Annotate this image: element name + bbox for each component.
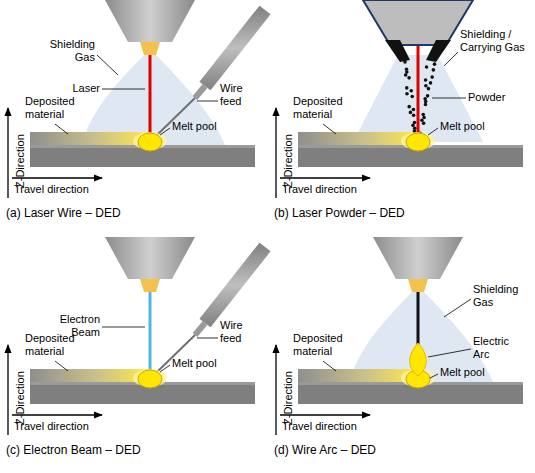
powder-particle xyxy=(413,121,417,125)
powder-particle xyxy=(405,67,409,71)
axis-label: Z-Direction xyxy=(14,134,27,188)
powder-particle xyxy=(410,95,414,99)
powder-particle xyxy=(432,68,436,72)
powder-particle xyxy=(421,113,425,117)
callout-label: Melt pool xyxy=(440,366,485,379)
callout-label: Deposited material xyxy=(25,332,83,358)
powder-stream xyxy=(403,60,436,135)
axis-label: Z-Direction xyxy=(282,134,295,188)
callout-label: Travel direction xyxy=(14,183,89,196)
callout-label: Deposited material xyxy=(293,95,351,121)
callout-label: Deposited material xyxy=(25,95,83,121)
callout-label: Deposited material xyxy=(293,332,351,358)
powder-particle xyxy=(424,84,428,88)
callout-label: Wire feed xyxy=(220,82,254,108)
powder-particle xyxy=(409,111,413,115)
callout-label: Shielding / Carrying Gas xyxy=(460,28,530,54)
laser-wire-panel xyxy=(8,0,265,198)
powder-particle xyxy=(433,62,437,66)
callout-label: Wire feed xyxy=(220,319,254,345)
callout-label: Melt pool xyxy=(172,120,217,133)
powder-particle xyxy=(425,65,429,69)
panel-caption: (d) Wire Arc – DED xyxy=(274,443,376,457)
axis-label: Z-Direction xyxy=(14,371,27,425)
powder-particle xyxy=(427,87,431,91)
callout-label: Shielding Gas xyxy=(473,283,531,309)
callout-label: Melt pool xyxy=(172,357,217,370)
callout-label: Laser xyxy=(72,82,100,95)
powder-particle xyxy=(412,113,416,117)
powder-particle xyxy=(407,76,411,80)
powder-particle xyxy=(409,89,413,93)
powder-particle xyxy=(420,119,424,123)
powder-particle xyxy=(405,92,409,96)
panel-caption: (b) Laser Powder – DED xyxy=(274,206,405,220)
callout-label: Melt pool xyxy=(440,120,485,133)
callout-label: Shielding Gas xyxy=(37,38,95,64)
panel-caption: (c) Electron Beam – DED xyxy=(6,443,141,457)
electron-beam-panel xyxy=(8,237,265,435)
callout-label: Travel direction xyxy=(282,183,357,196)
callout-label: Powder xyxy=(468,91,505,104)
callout-label: Travel direction xyxy=(14,420,89,433)
powder-particle xyxy=(405,86,409,90)
powder-particle xyxy=(426,94,430,98)
callout-label: Travel direction xyxy=(282,420,357,433)
powder-particle xyxy=(407,105,411,109)
powder-particle xyxy=(412,108,416,112)
panel-caption: (a) Laser Wire – DED xyxy=(6,206,121,220)
powder-particle xyxy=(430,75,434,79)
powder-particle xyxy=(429,81,433,85)
axis-label: Z-Direction xyxy=(282,371,295,425)
powder-particle xyxy=(424,78,428,82)
callout-label: Electric Arc xyxy=(473,335,525,361)
powder-particle xyxy=(423,97,427,101)
